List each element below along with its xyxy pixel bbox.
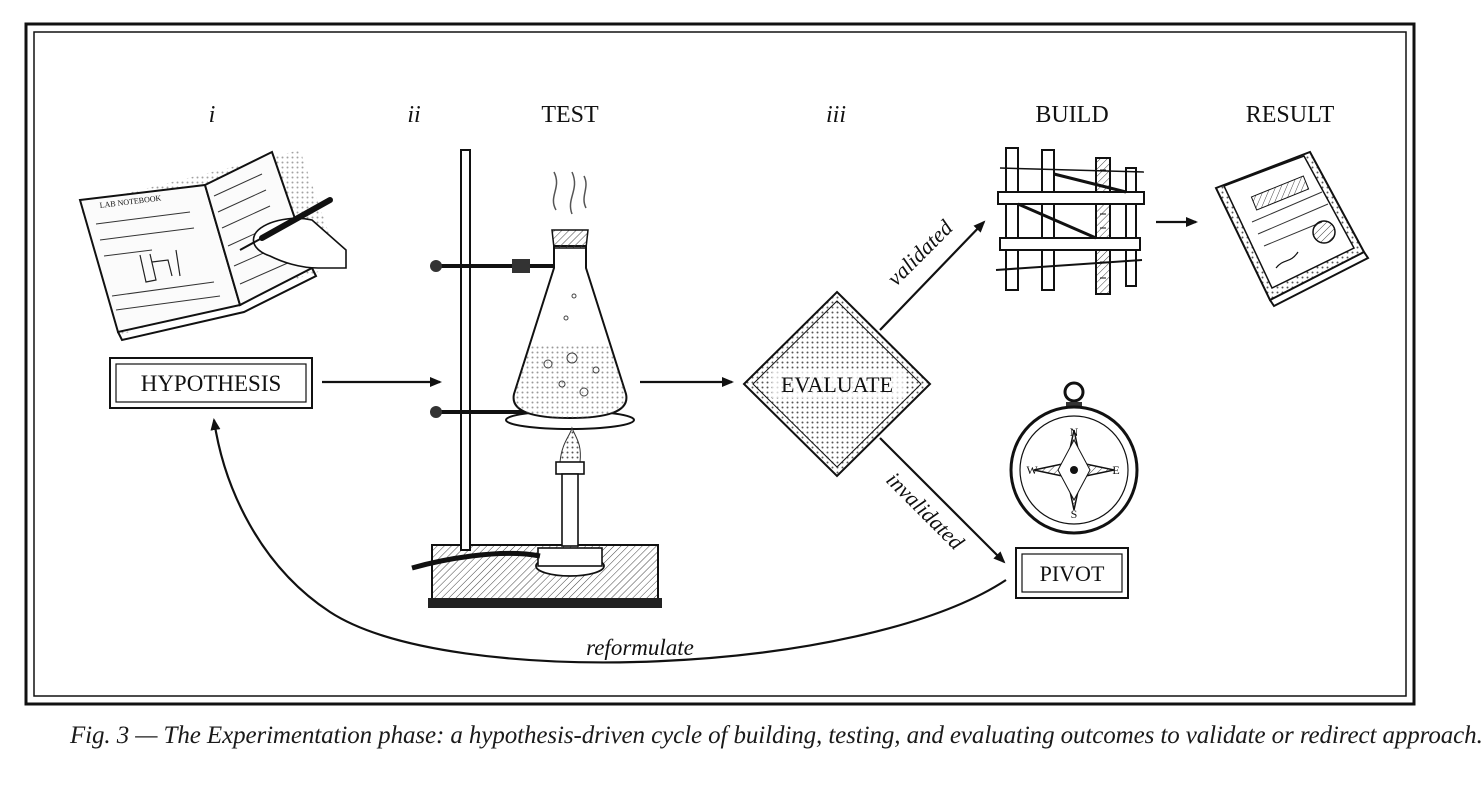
arrow-invalidated [879, 437, 1006, 564]
pivot-node: PIVOT [1015, 547, 1129, 599]
figure-caption: Fig. 3 — The Experimentation phase: a hy… [70, 722, 1483, 749]
compass-west: W [1026, 463, 1038, 477]
compass-icon: N E S W [1009, 381, 1139, 535]
compass-east: E [1112, 463, 1119, 477]
lab-notebook-illustration: LAB NOTEBOOK [78, 150, 347, 342]
hypothesis-label: HYPOTHESIS [141, 371, 282, 396]
pivot-label: PIVOT [1040, 561, 1105, 586]
stage-numeral-i: i [209, 102, 216, 128]
validated-label: validated [882, 214, 958, 290]
stage-numeral-ii: ii [407, 102, 420, 128]
compass-south: S [1071, 507, 1078, 521]
arrow-validated [879, 220, 986, 331]
result-document-illustration [1214, 150, 1370, 308]
experimentation-diagram: i ii TEST iii BUILD RESULT LAB NOTEBOOK [24, 22, 1416, 706]
invalidated-label: invalidated [881, 467, 969, 555]
inner-frame [33, 31, 1407, 697]
test-apparatus-illustration [411, 149, 662, 608]
test-heading: TEST [541, 102, 599, 128]
build-scaffold-illustration [995, 147, 1145, 295]
compass-north: N [1070, 425, 1079, 439]
evaluate-label: EVALUATE [781, 372, 893, 397]
reformulate-label: reformulate [586, 635, 694, 660]
outer-frame [24, 22, 1416, 706]
build-heading: BUILD [1035, 102, 1108, 128]
result-heading: RESULT [1246, 102, 1335, 128]
evaluate-node: EVALUATE [742, 290, 932, 478]
arrow-reformulate [210, 418, 1007, 664]
stage-numeral-iii: iii [826, 102, 846, 128]
hypothesis-node: HYPOTHESIS [109, 357, 313, 409]
